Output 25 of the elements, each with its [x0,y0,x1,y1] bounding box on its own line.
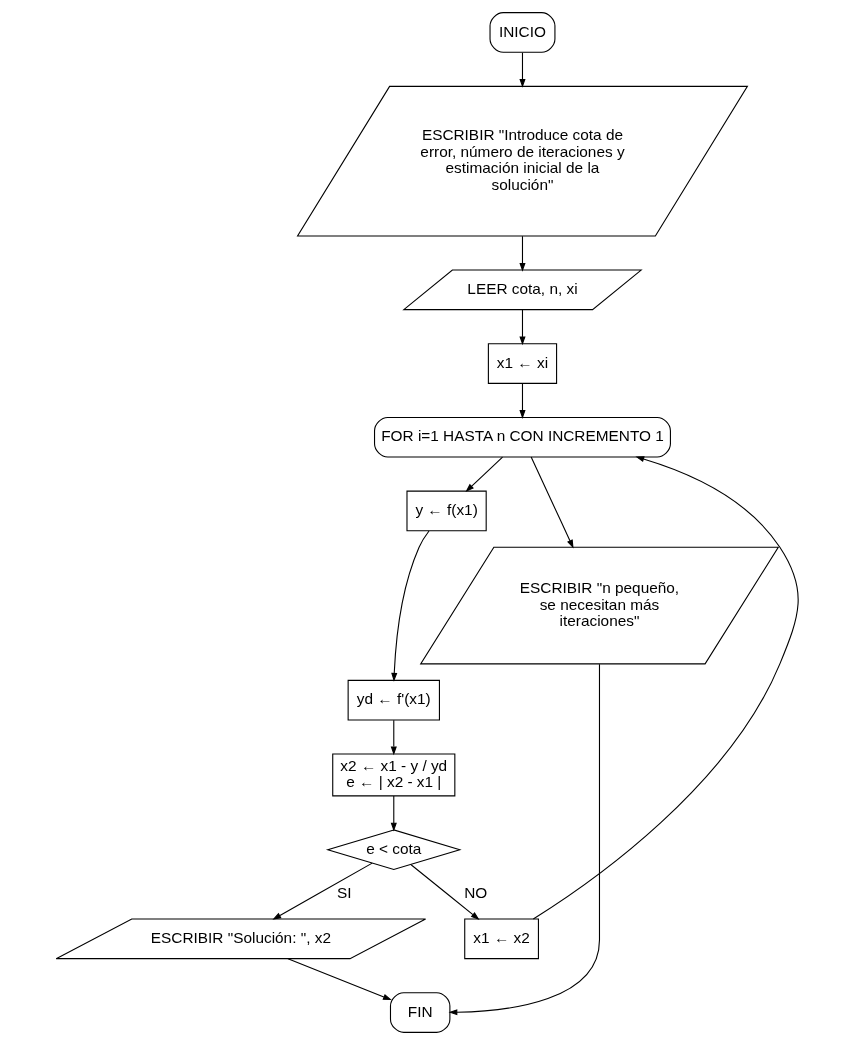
arrow [391,530,430,682]
node-box: INICIO [489,12,556,53]
arrow [530,456,574,549]
node-box: FIN [389,992,451,1033]
arrow [272,862,373,920]
arrow [287,958,392,1001]
arrow [410,864,480,920]
node-box: y ← f(x1) [406,490,487,532]
arrow [448,663,601,1016]
node-diamond: e < cota [325,829,462,871]
arrow [519,52,526,88]
node-box: x1 ← x2 [464,918,539,960]
node-box: FOR i=1 HASTA n CON INCREMENTO 1 [374,416,671,458]
node-box: x2 ← x1 - y / yd e ← | x2 - x1 | [332,753,456,797]
arrow [519,235,526,272]
edge-label: SI [337,884,352,902]
arrow [390,795,397,832]
arrow [519,309,526,346]
node-box: yd ← f'(x1) [347,679,440,721]
arrow [519,382,526,419]
arrow [390,719,397,756]
node-box: x1 ← xi [487,343,558,384]
arrow [532,456,799,920]
arrow [465,456,504,493]
edge-label: NO [464,884,488,902]
